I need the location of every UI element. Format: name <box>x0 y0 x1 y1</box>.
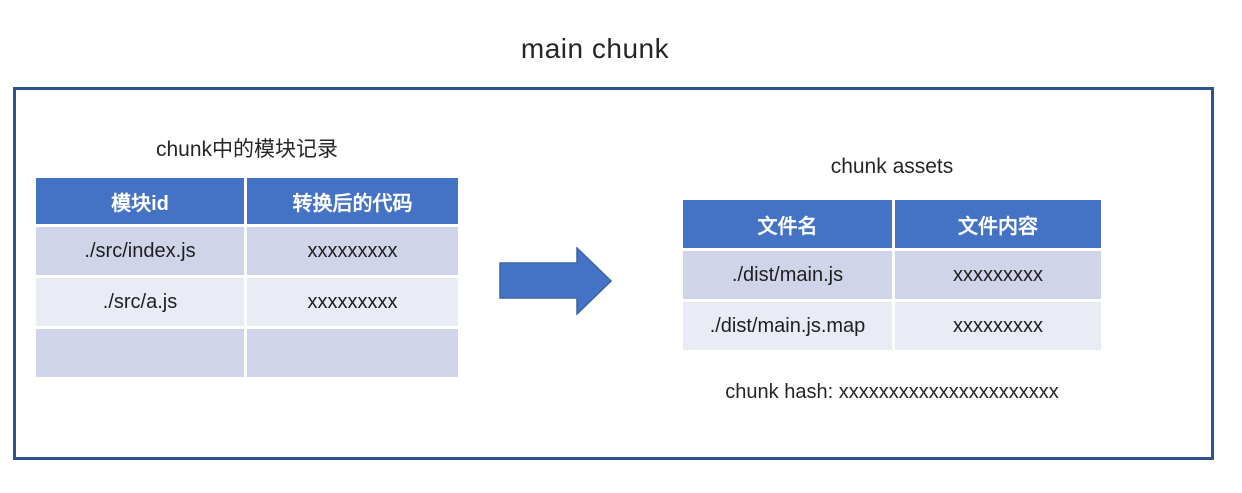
left-table-label: chunk中的模块记录 <box>155 138 339 161</box>
table-cell <box>247 329 458 377</box>
table-cell: xxxxxxxxx <box>247 227 458 275</box>
table-cell: ./src/a.js <box>36 278 244 326</box>
table-cell <box>36 329 244 377</box>
modules-table-header-id: 模块id <box>36 178 244 224</box>
assets-table-header-content: 文件内容 <box>895 200 1101 248</box>
modules-table-header-code: 转换后的代码 <box>247 178 458 224</box>
assets-table-header-filename: 文件名 <box>683 200 892 248</box>
assets-table: 文件名 文件内容 ./dist/main.js xxxxxxxxx ./dist… <box>683 200 1101 350</box>
diagram-title: main chunk <box>520 33 670 64</box>
table-cell: xxxxxxxxx <box>895 251 1101 299</box>
table-cell: xxxxxxxxx <box>895 302 1101 350</box>
table-cell: xxxxxxxxx <box>247 278 458 326</box>
table-cell: ./dist/main.js.map <box>683 302 892 350</box>
table-cell: ./src/index.js <box>36 227 244 275</box>
table-cell: ./dist/main.js <box>683 251 892 299</box>
main-chunk-box <box>13 87 1214 460</box>
chunk-hash-text: chunk hash: xxxxxxxxxxxxxxxxxxxxxx <box>725 381 1059 403</box>
right-table-label: chunk assets <box>830 155 954 178</box>
right-arrow-icon <box>499 246 613 316</box>
modules-table: 模块id 转换后的代码 ./src/index.js xxxxxxxxx ./s… <box>36 178 458 377</box>
